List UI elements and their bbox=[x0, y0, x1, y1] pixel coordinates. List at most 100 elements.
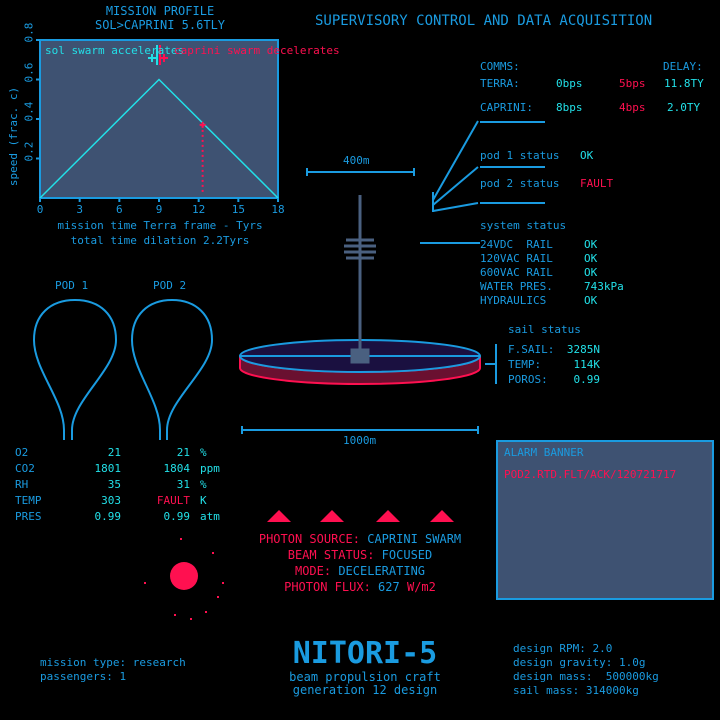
photon-value: 627 bbox=[378, 580, 400, 594]
pod1-value: 303 bbox=[101, 494, 121, 507]
annotation-sol: sol swarm accelerates bbox=[45, 44, 185, 57]
pod2-title: POD 2 bbox=[153, 279, 187, 292]
system-value: OK bbox=[584, 252, 598, 265]
sail-status-title: sail status bbox=[508, 323, 581, 336]
x-tick-label: 18 bbox=[271, 203, 285, 216]
system-label: 24VDC RAIL bbox=[480, 238, 553, 251]
dim-400m: 400m bbox=[343, 154, 370, 167]
chart-title: MISSION PROFILE bbox=[105, 4, 215, 18]
pod-label: CO2 bbox=[15, 462, 35, 475]
photon-value: DECELERATING bbox=[338, 564, 426, 578]
caprini-tx: 4bps bbox=[619, 101, 646, 114]
x-tick-label: 0 bbox=[36, 203, 44, 216]
photon-label: PHOTON FLUX: bbox=[284, 580, 371, 594]
pod1-value: 35 bbox=[107, 478, 121, 491]
sail-label: POROS: bbox=[508, 373, 548, 386]
x-tick-label: 12 bbox=[192, 203, 206, 216]
x-tick-label: 15 bbox=[231, 203, 245, 216]
pod2-value: 0.99 bbox=[163, 510, 191, 523]
pod1-value: 1801 bbox=[94, 462, 122, 475]
sail-value: 114K bbox=[573, 358, 601, 371]
pod1-value: 0.99 bbox=[94, 510, 122, 523]
system-value: OK bbox=[584, 238, 598, 251]
photon-label: PHOTON SOURCE: bbox=[258, 532, 360, 546]
system-value: OK bbox=[584, 266, 598, 279]
terra-tx: 5bps bbox=[619, 77, 646, 90]
unit: % bbox=[200, 446, 207, 459]
pod1-status-value: OK bbox=[580, 149, 594, 162]
design-spec: design mass: 500000kg bbox=[513, 670, 659, 683]
terra-rx: 0bps bbox=[556, 77, 583, 90]
photon-value: CAPRINI SWARM bbox=[367, 532, 462, 546]
x-tick-label: 9 bbox=[155, 203, 163, 216]
craft-name: NITORI-5 bbox=[292, 636, 438, 671]
accel-arrow bbox=[148, 54, 157, 62]
pod1-title: POD 1 bbox=[55, 279, 89, 292]
pod-row: PRES 0.99 0.99 atm bbox=[15, 509, 235, 525]
pod-label: TEMP bbox=[15, 494, 42, 507]
speed-line bbox=[39, 78, 279, 199]
current-position-marker bbox=[199, 121, 206, 128]
decel-arrow bbox=[161, 54, 168, 62]
x-tick-label: 3 bbox=[76, 203, 83, 216]
unit: atm bbox=[200, 510, 220, 523]
photon-label: BEAM STATUS: bbox=[287, 548, 375, 562]
chart-subtitle: SOL>CAPRINI 5.6TLY bbox=[94, 18, 226, 32]
alarm-title: ALARM BANNER bbox=[504, 446, 584, 459]
system-value: 743kPa bbox=[584, 280, 624, 293]
page-title: SUPERVISORY CONTROL AND DATA ACQUISITION bbox=[315, 13, 653, 29]
photon-row: PHOTON SOURCE: CAPRINI SWARM bbox=[230, 531, 490, 547]
system-label: HYDRAULICS bbox=[480, 294, 547, 307]
chart-caption: total time dilation 2.2Tyrs bbox=[70, 234, 250, 247]
pod2-value: 31 bbox=[176, 478, 190, 491]
pod1-status-label: pod 1 status bbox=[480, 149, 560, 162]
photon-label: MODE: bbox=[294, 564, 332, 578]
chart-xlabel: mission time Terra frame - Tyrs bbox=[57, 219, 263, 232]
system-status-title: system status bbox=[480, 219, 567, 232]
x-tick-label: 6 bbox=[116, 203, 123, 216]
pod2-value: FAULT bbox=[156, 494, 190, 507]
caprini-rx: 8bps bbox=[556, 101, 583, 114]
sail-value: 0.99 bbox=[573, 373, 601, 386]
pod-row: CO2 1801 1804 ppm bbox=[15, 461, 235, 477]
pod2-value: 21 bbox=[176, 446, 190, 459]
sail-label: TEMP: bbox=[508, 358, 542, 371]
pod2-status-label: pod 2 status bbox=[480, 177, 560, 190]
pod2-status-value: FAULT bbox=[580, 177, 614, 190]
comms-title: COMMS: bbox=[480, 60, 520, 73]
mission-type: mission type: research bbox=[40, 656, 186, 669]
photon-value: FOCUSED bbox=[381, 548, 433, 562]
annotation-caprini: caprini swarm decelerates bbox=[174, 44, 340, 57]
pod-row: TEMP 303 FAULT K bbox=[15, 493, 235, 509]
design-spec: design RPM: 2.0 bbox=[513, 642, 613, 655]
pod-label: PRES bbox=[15, 510, 42, 523]
pod-label: O2 bbox=[15, 446, 29, 459]
pod1-value: 21 bbox=[107, 446, 121, 459]
sail-label: F.SAIL: bbox=[508, 343, 555, 356]
terra-delay: 11.8TY bbox=[664, 77, 704, 90]
passengers: passengers: 1 bbox=[40, 670, 127, 683]
unit: K bbox=[200, 494, 207, 507]
system-value: OK bbox=[584, 294, 598, 307]
pod-row: RH 35 31% bbox=[15, 477, 235, 493]
alarm-message[interactable]: POD2.RTD.FLT/ACK/120721717 bbox=[504, 468, 677, 481]
photon-row: PHOTON FLUX: 627 W/m2 bbox=[230, 579, 490, 595]
photon-row: MODE: DECELERATING bbox=[230, 563, 490, 579]
unit: % bbox=[200, 478, 207, 491]
sail-value: 3285N bbox=[566, 343, 600, 356]
system-label: 600VAC RAIL bbox=[480, 266, 553, 279]
craft-sub1: beam propulsion craft bbox=[289, 670, 441, 684]
unit: ppm bbox=[200, 462, 220, 475]
pod-label: RH bbox=[15, 478, 29, 491]
pod2-value: 1804 bbox=[163, 462, 191, 475]
system-label: 120VAC RAIL bbox=[480, 252, 553, 265]
photon-unit: W/m2 bbox=[406, 580, 436, 594]
craft-sub2: generation 12 design bbox=[292, 683, 438, 697]
pod-row: O2 21 21% bbox=[15, 445, 235, 461]
caprini-delay: 2.0TY bbox=[667, 101, 701, 114]
comms-terra: TERRA: bbox=[480, 77, 520, 90]
design-spec: sail mass: 314000kg bbox=[513, 684, 639, 697]
design-spec: design gravity: 1.0g bbox=[513, 656, 646, 669]
